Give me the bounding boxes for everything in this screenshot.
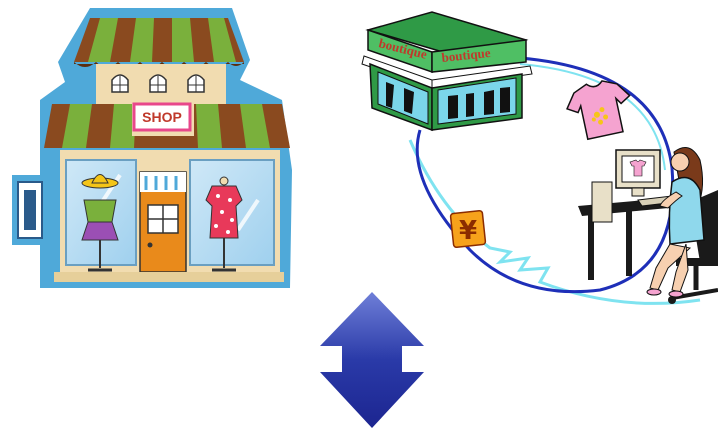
double-arrow-icon [320,292,424,428]
woman-at-computer-icon [578,147,718,304]
boutique-store-icon: boutique boutique [361,11,533,132]
tshirt-icon [566,80,631,141]
yen-symbol: ¥ [459,216,477,246]
mannequin-dress [205,176,243,272]
boutique-sign-right: boutique [441,45,492,65]
shop-building-icon: SHOP [12,8,292,288]
shop-sign-label: SHOP [142,109,182,125]
shop-sign [132,102,192,132]
mannequin-hat-outfit [81,174,119,272]
cycle-loop [415,56,675,294]
yen-icon: ¥ [449,209,487,249]
signal-wave [408,139,701,305]
